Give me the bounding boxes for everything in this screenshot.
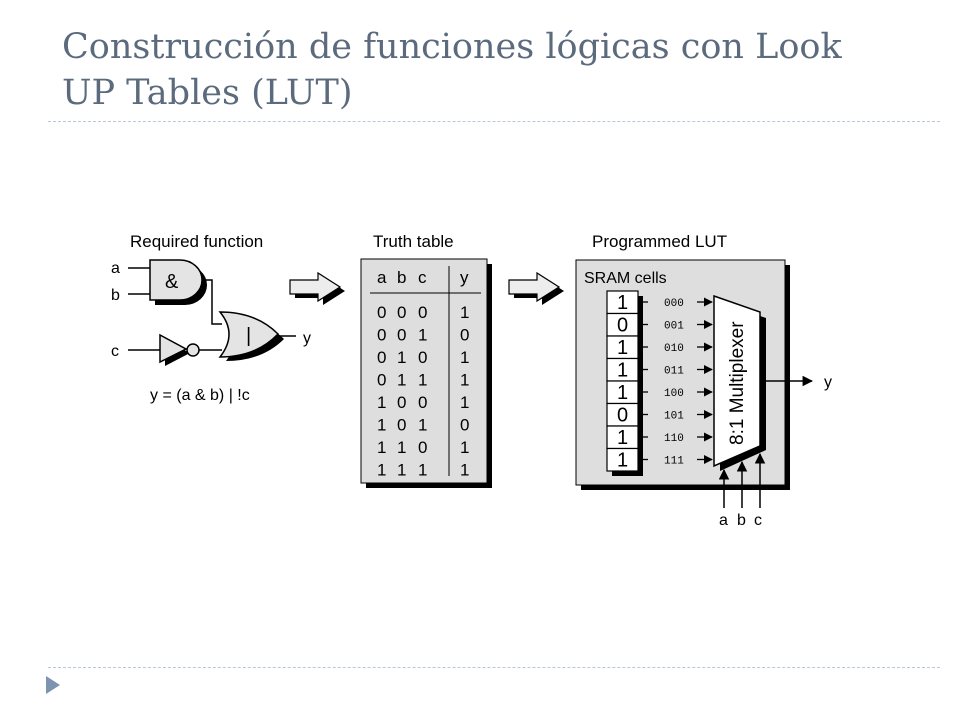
address-label: 101: [664, 411, 684, 423]
truth-table-cell: 0: [377, 348, 386, 367]
truth-table-header-c: c: [418, 268, 427, 287]
sram-cell-value: 1: [617, 292, 628, 314]
truth-table-cell: 1: [418, 371, 427, 390]
address-label: 001: [664, 321, 684, 333]
title-line-1: Construcción de funciones lógicas con Lo…: [62, 27, 842, 67]
truth-table-cell: 1: [377, 393, 386, 412]
boolean-equation: y = (a & b) | !c: [150, 387, 250, 404]
truth-table-cell: 1: [460, 348, 469, 367]
input-c-label: c: [111, 343, 119, 360]
truth-table-cell: 0: [397, 303, 406, 322]
and-gate: &: [149, 259, 207, 305]
multiplexer-label: 8:1 Multiplexer: [727, 321, 748, 445]
lut-output-label: y: [824, 374, 832, 391]
truth-table-cell: 0: [460, 326, 469, 345]
programmed-lut-heading: Programmed LUT: [592, 232, 727, 251]
slide-title: Construcción de funciones lógicas con Lo…: [62, 24, 922, 116]
truth-table-cell: 1: [377, 438, 386, 457]
truth-table-cell: 0: [397, 416, 406, 435]
footer-divider: [48, 667, 940, 668]
flow-arrow-1: [289, 271, 345, 305]
truth-table-cell: 1: [397, 438, 406, 457]
wire-and-to-or: [202, 279, 222, 325]
truth-table-cell: 1: [418, 461, 427, 480]
multiplexer: [713, 294, 761, 468]
address-label: 000: [664, 298, 684, 310]
truth-table-cell: 1: [418, 326, 427, 345]
select-a-label: a: [719, 512, 728, 529]
input-b-label: b: [111, 287, 120, 304]
sram-cell-value: 1: [617, 427, 628, 449]
truth-table-cell: 1: [460, 438, 469, 457]
input-a-label: a: [111, 260, 120, 277]
or-symbol: |: [246, 325, 251, 347]
truth-table-cell: 1: [397, 348, 406, 367]
sram-cell-value: 1: [617, 337, 628, 359]
truth-table-header-b: b: [397, 268, 406, 287]
required-function-heading: Required function: [130, 232, 263, 251]
truth-table-cell: 1: [397, 461, 406, 480]
address-label: 110: [664, 433, 684, 445]
flow-arrow-2: [508, 271, 564, 305]
truth-table-cell: 0: [397, 326, 406, 345]
truth-table-cell: 1: [460, 461, 469, 480]
title-line-2: UP Tables (LUT): [62, 73, 353, 113]
truth-table-cell: 1: [460, 371, 469, 390]
truth-table-cell: 1: [377, 461, 386, 480]
and-symbol: &: [165, 271, 179, 293]
not-bubble: [186, 343, 200, 357]
sram-cells-label: SRAM cells: [584, 270, 667, 287]
bullet-arrow-icon: [46, 676, 60, 694]
output-y-label: y: [303, 330, 311, 347]
truth-table-cell: 0: [460, 416, 469, 435]
sram-cell-value: 0: [617, 405, 628, 427]
truth-table-header-y: y: [460, 268, 469, 287]
sram-cell-value: 1: [617, 450, 628, 472]
not-gate: [159, 333, 200, 366]
truth-table-cell: 1: [397, 371, 406, 390]
truth-table-heading: Truth table: [373, 232, 454, 251]
truth-table-header-a: a: [377, 268, 387, 287]
truth-table-cell: 0: [418, 348, 427, 367]
truth-table-cell: 0: [418, 393, 427, 412]
truth-table-cell: 0: [397, 393, 406, 412]
or-gate: |: [218, 311, 284, 361]
sram-cell-value: 1: [617, 382, 628, 404]
truth-table-cell: 1: [418, 416, 427, 435]
address-label: 111: [664, 456, 684, 468]
truth-table-cell: 1: [460, 393, 469, 412]
sram-address-wires: 000 001 010 011 100 101 110 111: [638, 297, 713, 468]
title-divider: [48, 121, 940, 122]
select-b-label: b: [737, 512, 746, 529]
truth-table-cell: 0: [418, 303, 427, 322]
address-label: 011: [664, 366, 684, 378]
truth-table-cell: 0: [377, 326, 386, 345]
truth-table-cell: 1: [460, 303, 469, 322]
address-label: 010: [664, 343, 684, 355]
sram-cell-value: 0: [617, 315, 628, 337]
address-label: 100: [664, 388, 684, 400]
select-c-label: c: [754, 512, 762, 529]
truth-table-cell: 1: [377, 416, 386, 435]
sram-cell-value: 1: [617, 360, 628, 382]
truth-table-panel: [360, 258, 488, 484]
truth-table-cell: 0: [377, 303, 386, 322]
truth-table-cell: 0: [377, 371, 386, 390]
truth-table-cell: 0: [418, 438, 427, 457]
